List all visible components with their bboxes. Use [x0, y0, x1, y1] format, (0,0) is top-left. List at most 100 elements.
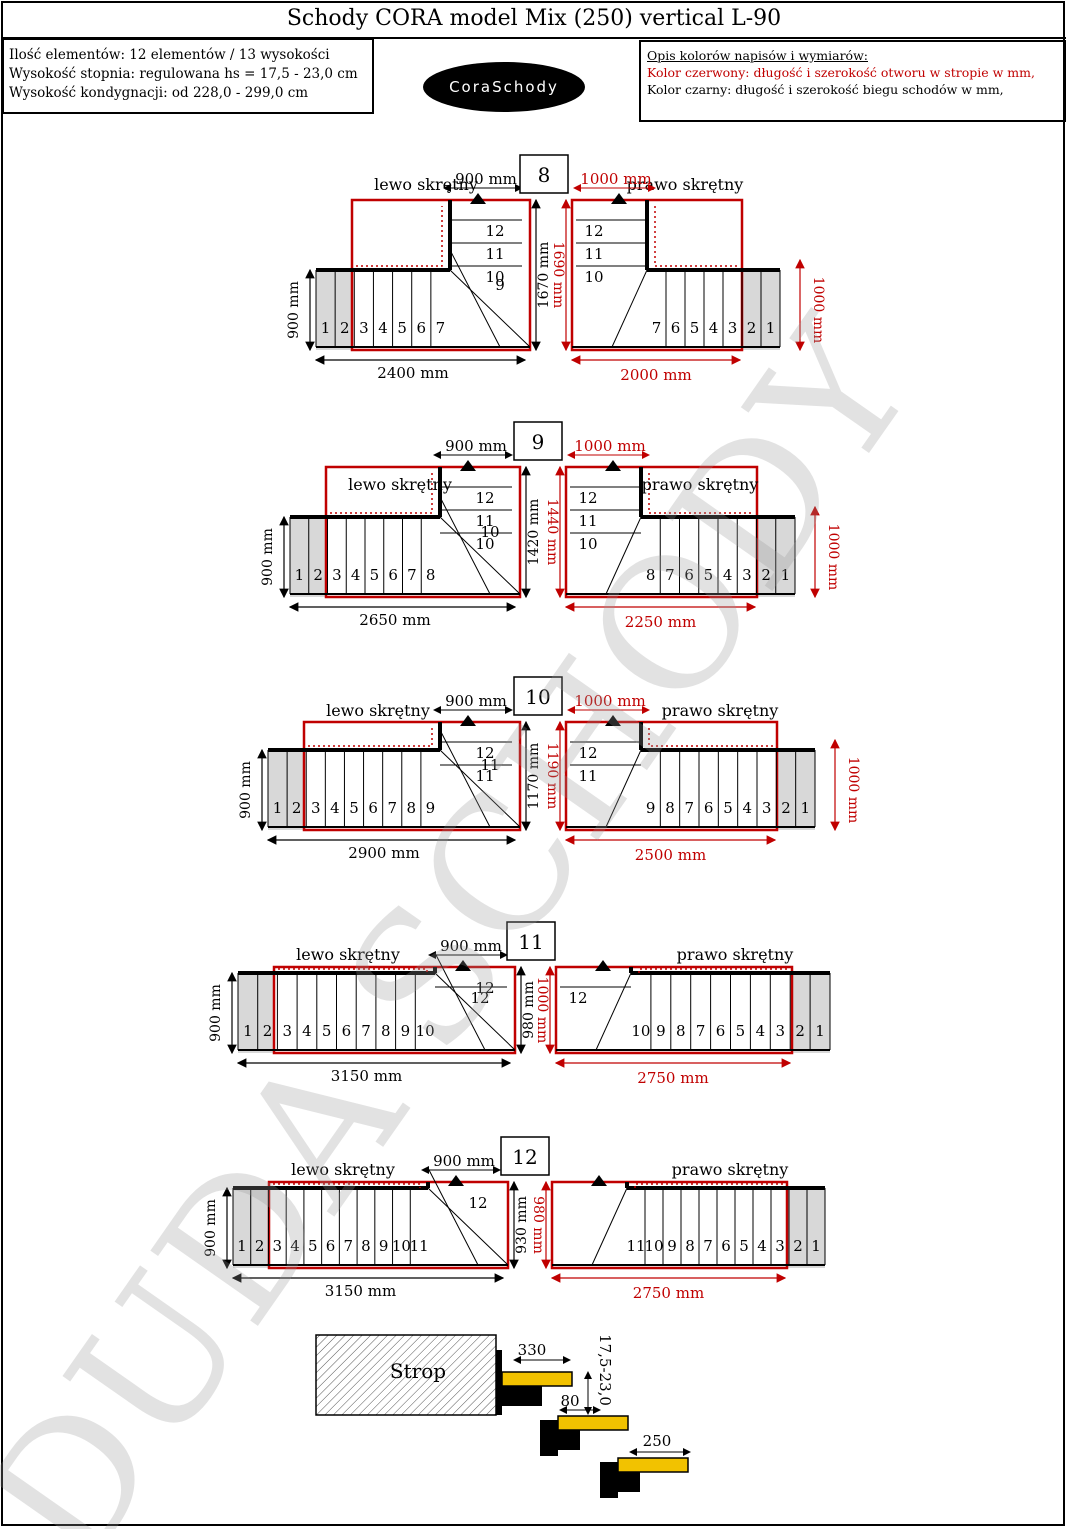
floor-landing	[316, 270, 352, 350]
right-depth-label: 1190 mm	[544, 743, 560, 810]
step-number: 2	[263, 1022, 273, 1040]
right-depth-label: 1440 mm	[544, 499, 560, 566]
step-number: 4	[756, 1022, 766, 1040]
step-number: 10	[631, 1022, 650, 1040]
left-depth-label: 1420 mm	[526, 499, 542, 566]
left-width-label: 900 mm	[445, 437, 507, 455]
step-number: 5	[349, 799, 359, 817]
step-number: 1	[295, 566, 305, 584]
step-number: 2	[781, 799, 791, 817]
ceiling-opening-outline	[564, 720, 779, 832]
step-number: 8	[646, 566, 656, 584]
step-number: 5	[739, 1237, 749, 1255]
step-number: 3	[359, 319, 369, 337]
step-count-box	[500, 1136, 550, 1176]
step-number: 1	[766, 319, 776, 337]
left-width-label: 900 mm	[445, 692, 507, 710]
opening-dotted-outline	[648, 728, 773, 747]
info-elements: Ilość elementów: 12 elementów / 13 wysok…	[9, 47, 330, 63]
step-number: 4	[290, 1237, 300, 1255]
upper-step-number: 12	[475, 744, 494, 762]
upper-step-number: 12	[568, 989, 587, 1007]
step-number: 5	[308, 1237, 318, 1255]
ceiling-opening-outline	[350, 198, 532, 352]
step-number: 5	[690, 319, 700, 337]
floor-landing	[792, 973, 830, 1053]
upper-step-number: 11	[578, 512, 597, 530]
step-number: 1	[237, 1237, 247, 1255]
step-number: 2	[292, 799, 302, 817]
step-number: 6	[671, 319, 681, 337]
step-number: 6	[417, 319, 427, 337]
opening-dotted-outline	[638, 968, 788, 973]
step-number: 4	[351, 566, 361, 584]
legend-header: Opis kolorów napisów i wymiarów:	[647, 48, 868, 63]
step-number: 6	[716, 1022, 726, 1040]
step-number: 3	[775, 1237, 785, 1255]
spine-block	[600, 1462, 618, 1498]
step-number: 2	[761, 566, 771, 584]
floor-landing	[290, 517, 326, 597]
gap-label: 80	[560, 1392, 579, 1410]
right-width-label: 1000 mm	[580, 170, 651, 188]
ceiling-opening-outline	[267, 1180, 510, 1270]
page-title: Schody CORA model Mix (250) vertical L-9…	[286, 6, 782, 31]
right-turn-label: prawo skrętny	[642, 475, 759, 494]
left-run-width-label: 900 mm	[208, 984, 224, 1042]
winder-line	[439, 729, 491, 828]
step-number: 7	[696, 1022, 706, 1040]
left-run-width-label: 900 mm	[203, 1199, 219, 1257]
step-count-label: 12	[512, 1145, 537, 1169]
step-number: 2	[313, 566, 323, 584]
floor-landing	[268, 750, 304, 830]
winder-line	[439, 749, 521, 828]
entry-arrow	[611, 193, 627, 204]
mounting-plate	[496, 1350, 502, 1415]
right-width-label: 1000 mm	[574, 437, 645, 455]
step-number: 3	[728, 319, 738, 337]
step-number: 7	[361, 1022, 371, 1040]
right-run-width-label: 1000 mm	[825, 524, 841, 591]
step-number: 9	[656, 1022, 666, 1040]
left-run-width-label: 900 mm	[286, 281, 302, 339]
entry-arrow	[605, 715, 621, 726]
left-turn-label: lewo skrętny	[291, 1160, 395, 1179]
upper-step-number: 11	[578, 767, 597, 785]
step-count-label: 9	[532, 430, 545, 454]
upper-step-number: 12	[578, 489, 597, 507]
right-run-width-label: 1000 mm	[845, 757, 861, 824]
winder-line	[449, 249, 501, 348]
entry-arrow	[591, 1175, 607, 1186]
info-step-height: Wysokość stopnia: regulowana hs = 17,5 -…	[9, 66, 358, 82]
step-number: 7	[436, 319, 446, 337]
step-number: 2	[255, 1237, 265, 1255]
step-number: 2	[340, 319, 350, 337]
step-number: 9	[426, 799, 436, 817]
winder-line	[434, 952, 486, 1051]
floor-landing	[787, 1188, 825, 1268]
step-number: 8	[665, 799, 675, 817]
winder-line	[434, 972, 516, 1051]
winder-line	[611, 269, 648, 348]
step-number: 8	[426, 566, 436, 584]
right-turn-label: prawo skrętny	[662, 701, 779, 720]
ceiling-opening-outline	[302, 720, 522, 832]
left-turn-label: lewo skrętny	[326, 701, 430, 720]
tread-board	[557, 1415, 629, 1431]
step-number: 4	[330, 799, 340, 817]
step-number: 10	[392, 1237, 411, 1255]
step-number: 3	[775, 1022, 785, 1040]
winder-line	[439, 496, 491, 595]
step-number: 1	[801, 799, 811, 817]
upper-step-number: 12	[475, 489, 494, 507]
step-number: 4	[709, 319, 719, 337]
opening-dotted-outline	[308, 728, 433, 747]
